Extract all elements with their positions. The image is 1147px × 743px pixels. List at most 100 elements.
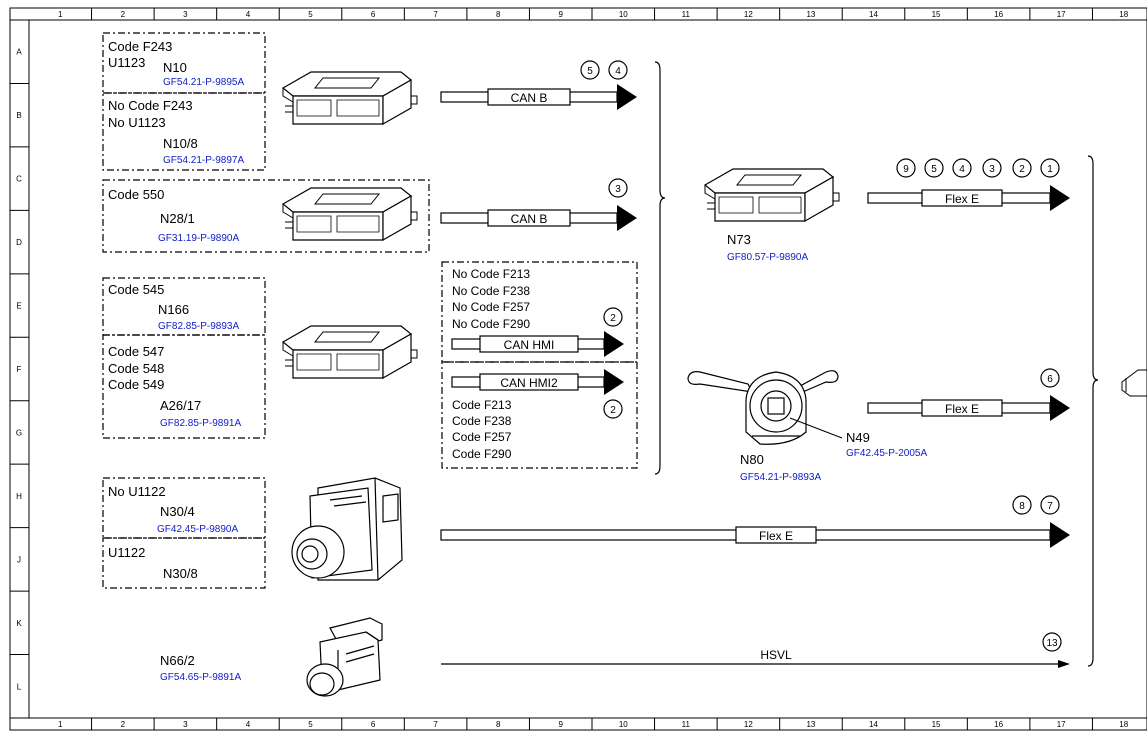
grid-column-label-top: 7 xyxy=(433,10,438,19)
grid-column-label-bottom: 10 xyxy=(619,720,628,729)
n49-ref[interactable]: GF42.45-P-2005A xyxy=(846,448,927,459)
a26-17-ref[interactable]: GF82.85-P-9891A xyxy=(160,418,241,429)
grid-column-label-top: 17 xyxy=(1057,10,1066,19)
hmi-no-code-1: No Code F213 xyxy=(452,267,530,281)
hmi-no-code-2: No Code F238 xyxy=(452,284,530,298)
grid-row-label: J xyxy=(17,555,21,564)
grid-column-label-bottom: 8 xyxy=(496,720,501,729)
grid-row-label: D xyxy=(16,238,22,247)
n28-1-module-icon xyxy=(282,187,418,241)
connector-marker-label: 2 xyxy=(610,405,616,416)
grid-column-label-bottom: 15 xyxy=(932,720,941,729)
hmi-no-code-4: No Code F290 xyxy=(452,317,530,331)
n10-8-ref[interactable]: GF54.21-P-9897A xyxy=(163,155,244,166)
grid-column-label-bottom: 1 xyxy=(58,720,63,729)
bus-flex-e-3: Flex E 8 7 xyxy=(440,495,1070,548)
connector-marker-label: 2 xyxy=(610,313,616,324)
grid-column-label-top: 18 xyxy=(1119,10,1128,19)
partial-module-icon xyxy=(1121,369,1147,397)
connector-marker-label: 4 xyxy=(959,164,965,175)
grid-column-label-bottom: 6 xyxy=(371,720,376,729)
connector-marker-label: 5 xyxy=(931,164,937,175)
grid-row-label: F xyxy=(17,365,22,374)
grid-column-label-top: 14 xyxy=(869,10,878,19)
n10-8-name: N10/8 xyxy=(163,136,198,151)
hmi-code-3: Code F257 xyxy=(452,430,512,444)
n166-name: N166 xyxy=(158,302,189,317)
grid-column-label-bottom: 11 xyxy=(682,720,691,729)
grid-column-label-bottom: 9 xyxy=(558,720,563,729)
n10-code2: U1123 xyxy=(108,55,145,70)
bus-hsvl-label: HSVL xyxy=(760,648,792,662)
grid-column-label-top: 12 xyxy=(744,10,753,19)
n73-name: N73 xyxy=(727,232,751,247)
connector-marker-label: 6 xyxy=(1047,374,1053,385)
connector-marker xyxy=(982,158,1002,178)
a26-17-code3: Code 549 xyxy=(108,377,164,392)
grid-column-label-top: 5 xyxy=(308,10,313,19)
connector-marker-label: 5 xyxy=(587,66,593,77)
grid-column-label-top: 1 xyxy=(58,10,63,19)
n73-ref[interactable]: GF80.57-P-9890A xyxy=(727,252,808,263)
n66-2-ref[interactable]: GF54.65-P-9891A xyxy=(160,672,241,683)
bus-can-b-2-label: CAN B xyxy=(511,212,548,226)
connector-marker xyxy=(896,158,916,178)
grid-column-label-top: 9 xyxy=(558,10,563,19)
n10-ref[interactable]: GF54.21-P-9895A xyxy=(163,77,244,88)
n28-1-ref[interactable]: GF31.19-P-9890A xyxy=(158,233,239,244)
grid-column-label-bottom: 12 xyxy=(744,720,753,729)
grid-column-label-top: 3 xyxy=(183,10,188,19)
n30-4-ref[interactable]: GF42.45-P-9890A xyxy=(157,524,238,535)
drawing-frame: 1122334455667788991010111112121313141415… xyxy=(9,7,1147,731)
connector-marker xyxy=(608,60,628,80)
grid-column-label-top: 6 xyxy=(371,10,376,19)
n10-8-code2: No U1123 xyxy=(108,115,166,130)
a26-17-code2: Code 548 xyxy=(108,361,164,376)
n66-2-camera-icon xyxy=(306,617,383,697)
grid-column-label-bottom: 2 xyxy=(121,720,126,729)
bus-hsvl: HSVL 13 xyxy=(441,632,1070,668)
n10-code1: Code F243 xyxy=(108,39,172,54)
bus-can-b-2: CAN B 3 xyxy=(440,178,637,231)
connector-marker xyxy=(580,60,600,80)
connector-marker xyxy=(1040,495,1060,515)
n80-ref[interactable]: GF54.21-P-9893A xyxy=(740,472,821,483)
grid-column-label-top: 15 xyxy=(932,10,941,19)
grid-row-label: A xyxy=(16,48,22,57)
a26-17-code1: Code 547 xyxy=(108,344,164,359)
connector-marker-label: 1 xyxy=(1047,164,1053,175)
n10-8-code1: No Code F243 xyxy=(108,98,193,113)
hmi-code-2: Code F238 xyxy=(452,414,512,428)
bus-can-hmi: CAN HMI 2 xyxy=(451,307,624,357)
n28-1-code: Code 550 xyxy=(108,187,164,202)
n28-1-name: N28/1 xyxy=(160,211,195,226)
n166-code: Code 545 xyxy=(108,282,164,297)
connector-marker-label: 3 xyxy=(615,184,621,195)
bus-can-hmi2: CAN HMI2 2 xyxy=(451,369,624,419)
connector-marker-label: 3 xyxy=(989,164,995,175)
n49-leader-line xyxy=(789,417,843,439)
option-box-n30-8 xyxy=(102,537,266,589)
a26-17-module-icon xyxy=(282,325,418,379)
n10-module-icon xyxy=(282,71,418,125)
bus-can-b-1: CAN B 5 4 xyxy=(440,60,637,110)
connector-marker xyxy=(603,307,623,327)
n166-ref[interactable]: GF82.85-P-9893A xyxy=(158,321,239,332)
grid-row-label: K xyxy=(16,619,22,628)
bus-flex-e-2-label: Flex E xyxy=(945,402,979,416)
grid-column-label-bottom: 3 xyxy=(183,720,188,729)
connector-marker-label: 8 xyxy=(1019,501,1025,512)
n80-steering-switch-icon xyxy=(687,370,839,445)
n30-8-code: U1122 xyxy=(108,545,145,560)
option-box-n28-1 xyxy=(102,179,430,253)
grid-row-label: B xyxy=(16,111,21,120)
connector-marker-label: 2 xyxy=(1019,164,1025,175)
n49-name: N49 xyxy=(846,430,870,445)
grid-column-label-top: 16 xyxy=(994,10,1003,19)
grid-row-label: C xyxy=(16,175,22,184)
n30-4-name: N30/4 xyxy=(160,504,195,519)
n73-module-icon xyxy=(704,168,840,222)
connector-marker-label: 7 xyxy=(1047,501,1053,512)
option-box-a26-17 xyxy=(102,334,266,439)
